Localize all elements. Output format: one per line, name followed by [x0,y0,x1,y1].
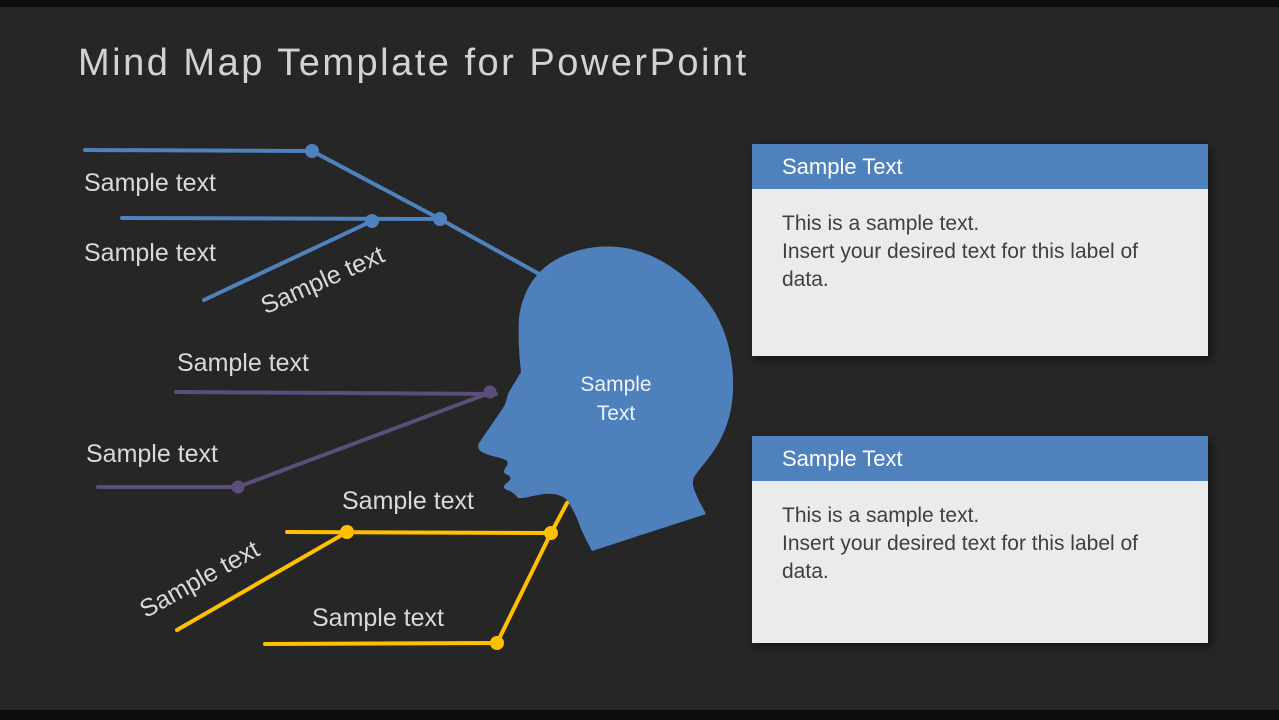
callout-card-1-body-line2: Insert your desired text for this label … [782,240,1139,291]
callout-card-1[interactable]: Sample Text This is a sample text. Inser… [752,144,1208,356]
blue-branch-nodes [305,144,447,228]
callout-card-2-body-line2: Insert your desired text for this label … [782,532,1139,583]
yellow-branch-nodes [340,525,558,650]
callout-card-2-body-line1: This is a sample text. [782,504,980,527]
slide-title[interactable]: Mind Map Template for PowerPoint [78,42,749,84]
callout-card-2-body[interactable]: This is a sample text. Insert your desir… [752,481,1208,643]
head-silhouette-shape [478,246,734,551]
callout-card-2[interactable]: Sample Text This is a sample text. Inser… [752,436,1208,643]
yellow-branch-label-bottom[interactable]: Sample text [312,604,445,632]
purple-branch-nodes [231,385,497,494]
blue-branch-lines [83,148,552,302]
callout-card-2-header[interactable]: Sample Text [752,436,1208,481]
blue-branch-label-top[interactable]: Sample text [84,169,217,197]
yellow-branch-lines [175,501,569,646]
purple-branch-lines [96,390,498,489]
callout-card-1-body[interactable]: This is a sample text. Insert your desir… [752,189,1208,356]
purple-branch-label-top[interactable]: Sample text [177,349,310,377]
callout-card-1-header[interactable]: Sample Text [752,144,1208,189]
blue-branch-label-middle[interactable]: Sample text [84,239,217,267]
callout-card-1-body-line1: This is a sample text. [782,212,980,235]
yellow-branch-label-top[interactable]: Sample text [342,487,475,515]
head-center-label[interactable]: Sample Text [580,373,652,425]
purple-branch-label-bottom[interactable]: Sample text [86,440,219,468]
